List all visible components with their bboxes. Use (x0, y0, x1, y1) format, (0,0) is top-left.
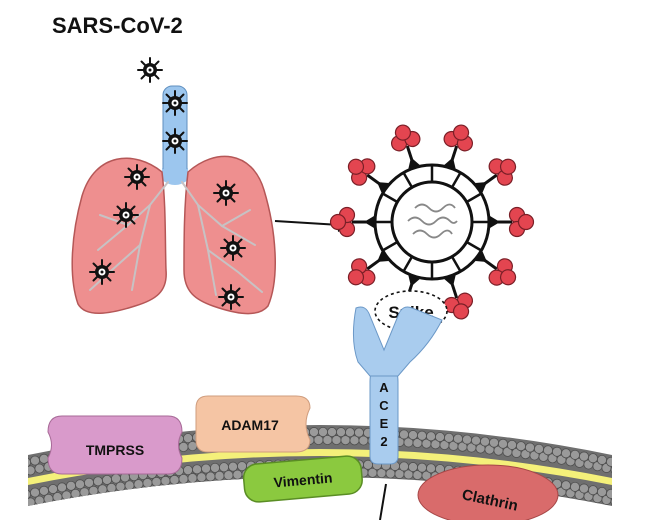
ace2-letter-e: E (380, 416, 389, 431)
virus-icon (137, 57, 163, 83)
right-lung (183, 155, 276, 315)
left-lung (71, 157, 167, 314)
page-title: SARS-CoV-2 (52, 13, 183, 38)
ace2-letter-a: A (379, 380, 389, 395)
vimentin-protein: Vimentin (242, 455, 363, 503)
spike-protein (486, 206, 535, 238)
clathrin-protein: Clathrin (417, 464, 559, 520)
adam17-label: ADAM17 (221, 417, 279, 433)
signal-line (379, 483, 387, 520)
adam17-protein: ADAM17 (195, 395, 311, 453)
viral-rna (407, 203, 458, 239)
tmprss-label: TMPRSS (86, 442, 144, 458)
vimentin-label: Vimentin (273, 469, 333, 490)
ace2-letter-c: C (379, 398, 389, 413)
ace2-letter-2: 2 (380, 434, 387, 449)
lungs-icon (71, 85, 276, 315)
ace2-receptor: A C E 2 (352, 306, 443, 465)
tmprss-protein: TMPRSS (47, 415, 183, 475)
spike-protein (329, 206, 378, 238)
virion-icon (329, 119, 535, 325)
